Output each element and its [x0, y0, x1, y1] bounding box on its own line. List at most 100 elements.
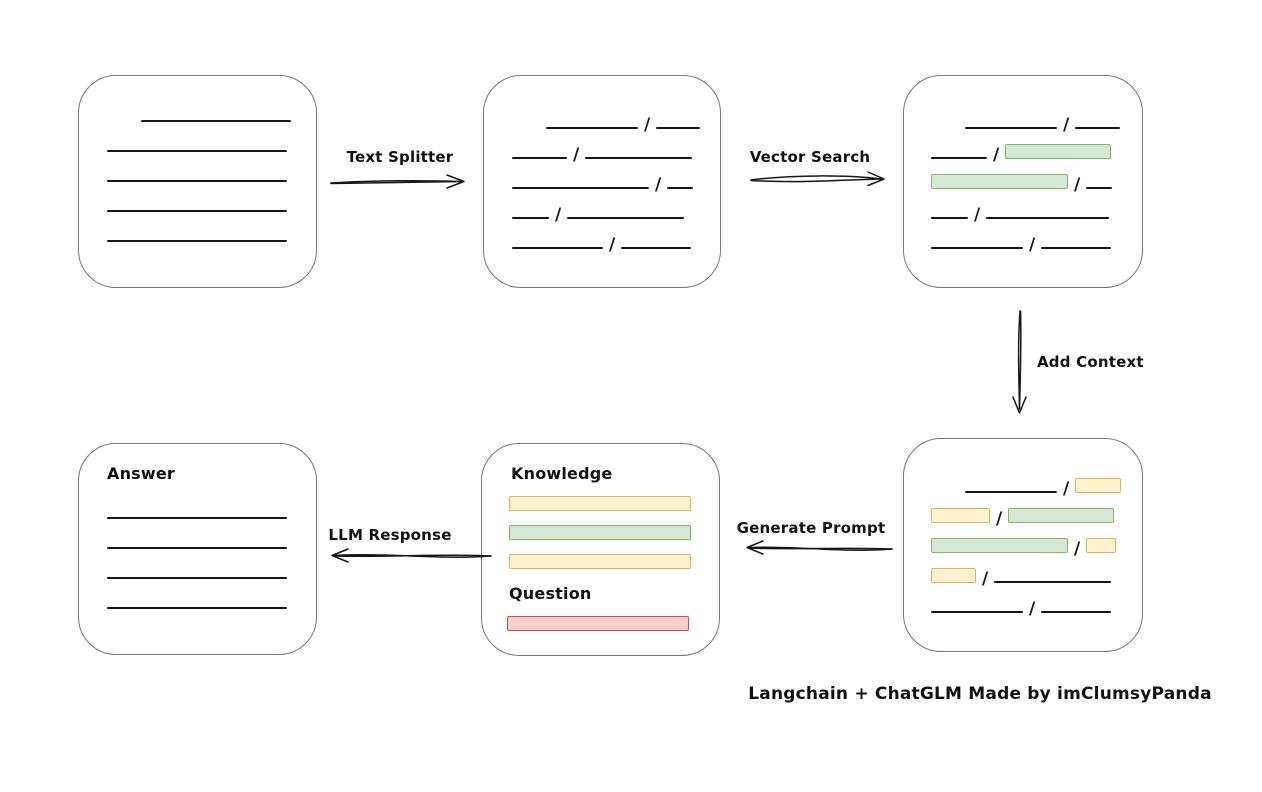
text-row: / — [512, 189, 700, 225]
text-row — [107, 92, 291, 122]
text-line — [1075, 127, 1121, 129]
text-row — [107, 122, 291, 152]
node-vector-search-result: / / / / / — [903, 75, 1143, 288]
slash-separator-icon: / — [609, 235, 616, 255]
llm-response-arrow — [331, 548, 492, 563]
text-line — [107, 547, 287, 549]
text-line — [107, 150, 287, 152]
slash-separator-icon: / — [1063, 479, 1070, 499]
green-bar — [509, 525, 691, 540]
slash-separator-icon: / — [996, 509, 1003, 529]
text-row — [107, 182, 291, 212]
text-line — [1086, 187, 1113, 189]
red-bar — [507, 616, 689, 631]
text-row: / — [931, 493, 1121, 529]
text-row: / — [931, 523, 1121, 558]
text-row: / — [931, 463, 1122, 499]
text-row: / — [931, 583, 1121, 619]
text-splitter-label: Text Splitter — [346, 148, 454, 166]
text-row: / — [512, 129, 700, 165]
add-context-arrow — [1012, 310, 1027, 414]
slash-separator-icon: / — [555, 205, 562, 225]
document-lines — [107, 92, 291, 242]
text-line — [141, 120, 291, 122]
text-line — [546, 127, 638, 129]
slash-separator-icon: / — [974, 205, 981, 225]
text-row — [107, 152, 291, 182]
node-context-added: ///// — [903, 438, 1143, 652]
text-splitter-arrow — [330, 174, 465, 189]
text-row: / — [512, 99, 701, 134]
knowledge-label: Knowledge — [511, 464, 613, 483]
text-line — [965, 491, 1057, 493]
vector-search-label: Vector Search — [749, 148, 871, 166]
yellow-bar — [509, 554, 691, 569]
text-row — [107, 579, 287, 609]
node-split-text: / / / / / — [483, 75, 721, 288]
text-row — [107, 489, 287, 519]
text-line — [512, 157, 567, 159]
add-context-label: Add Context — [1037, 353, 1144, 371]
slash-separator-icon: / — [982, 569, 989, 589]
text-row: / — [512, 159, 700, 195]
slash-separator-icon: / — [993, 145, 1000, 165]
answer-lines — [107, 489, 287, 609]
node-answer: Answer — [78, 443, 317, 655]
highlight-chip-yellow — [1086, 538, 1117, 553]
generate-prompt-label: Generate Prompt — [736, 519, 886, 537]
text-line — [107, 240, 287, 242]
text-line — [931, 157, 987, 159]
context-lines: ///// — [931, 463, 1122, 619]
text-row — [107, 549, 287, 579]
text-line — [656, 127, 701, 129]
vector-result-lines: / / / / / — [931, 99, 1121, 255]
text-line — [585, 157, 693, 159]
diagram-caption: Langchain + ChatGLM Made by imClumsyPand… — [748, 684, 1212, 704]
text-line — [1041, 611, 1112, 613]
text-line — [1041, 247, 1112, 249]
answer-label: Answer — [107, 464, 176, 483]
highlight-chip-yellow — [931, 568, 976, 583]
slash-separator-icon: / — [1029, 599, 1036, 619]
yellow-bar — [509, 496, 691, 511]
text-line — [986, 217, 1110, 219]
slash-separator-icon: / — [655, 175, 662, 195]
highlight-chip-yellow — [1075, 478, 1122, 493]
text-row: / — [931, 129, 1120, 165]
node-prompt: Knowledge Question — [481, 443, 720, 656]
text-line — [107, 180, 287, 182]
generate-prompt-arrow — [746, 540, 893, 555]
text-row: / — [931, 553, 1121, 589]
split-text-lines: / / / / / — [512, 99, 701, 255]
slash-separator-icon: / — [1029, 235, 1036, 255]
slash-separator-icon: / — [1063, 115, 1070, 135]
text-line — [567, 217, 685, 219]
text-row: / — [931, 159, 1120, 195]
slash-separator-icon: / — [1074, 175, 1081, 195]
text-row: / — [931, 189, 1120, 225]
text-line — [965, 127, 1057, 129]
text-line — [107, 517, 287, 519]
text-line — [667, 187, 694, 189]
llm-response-label: LLM Response — [328, 526, 452, 544]
text-line — [931, 611, 1023, 613]
text-line — [512, 187, 649, 189]
text-line — [107, 577, 287, 579]
text-line — [621, 247, 692, 249]
question-bars — [507, 616, 689, 631]
vector-search-arrow — [750, 171, 885, 187]
highlight-chip-green — [1008, 508, 1115, 523]
text-line — [107, 210, 287, 212]
slash-separator-icon: / — [573, 145, 580, 165]
knowledge-bars — [509, 496, 691, 569]
text-row — [107, 212, 291, 242]
text-row — [107, 519, 287, 549]
text-row: / — [512, 219, 700, 255]
highlight-chip-green — [931, 174, 1068, 189]
text-line — [512, 247, 603, 249]
text-row: / — [931, 99, 1121, 135]
text-line — [994, 581, 1112, 583]
text-row: / — [931, 219, 1120, 255]
text-line — [512, 217, 549, 219]
